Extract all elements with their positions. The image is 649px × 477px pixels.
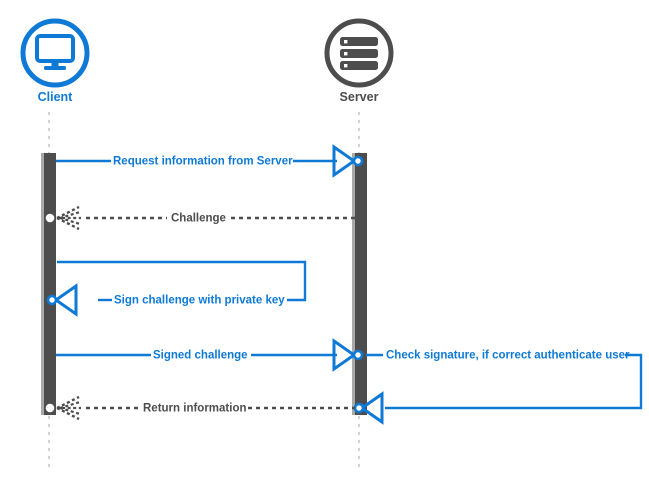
arrowhead-left-icon bbox=[53, 283, 78, 317]
message-challenge[interactable]: Challenge bbox=[45, 205, 355, 231]
actor-client-label: Client bbox=[38, 90, 74, 104]
arrowhead-left-icon bbox=[359, 391, 384, 425]
message-return-information-label: Return information bbox=[143, 403, 247, 415]
server-rack-icon bbox=[324, 18, 394, 88]
message-return-information[interactable]: Return information bbox=[45, 395, 355, 421]
self-loop-path bbox=[57, 260, 307, 302]
arrowhead-right-icon bbox=[332, 144, 357, 178]
activation-bar-client bbox=[41, 153, 56, 415]
arrow-endpoint-dot bbox=[352, 155, 364, 167]
arrowhead-left-dashed-icon bbox=[56, 395, 81, 421]
arrow-endpoint-dot bbox=[352, 349, 364, 361]
actor-client[interactable]: Client bbox=[20, 18, 90, 104]
actor-server[interactable]: Server bbox=[324, 18, 394, 104]
self-loop-path bbox=[385, 353, 643, 410]
arrowhead-right-icon bbox=[332, 338, 357, 372]
message-signed-challenge-label: Signed challenge bbox=[153, 350, 248, 362]
activation-bar-server bbox=[352, 153, 367, 415]
message-signed-challenge[interactable]: Signed challenge bbox=[56, 338, 364, 372]
arrow-endpoint-dot bbox=[45, 403, 55, 413]
monitor-icon bbox=[20, 18, 90, 88]
arrow-endpoint-dot bbox=[46, 294, 58, 306]
message-request-information[interactable]: Request information from Server bbox=[56, 144, 364, 178]
actor-server-label: Server bbox=[340, 90, 379, 104]
message-request-information-label: Request information from Server bbox=[113, 156, 293, 168]
message-check-signature-label: Check signature, if correct authenticate… bbox=[386, 350, 630, 362]
arrowhead-left-dashed-icon bbox=[56, 205, 81, 231]
arrow-endpoint-dot bbox=[353, 402, 365, 414]
message-sign-challenge-label: Sign challenge with private key bbox=[114, 295, 285, 307]
message-challenge-label: Challenge bbox=[171, 213, 226, 225]
message-check-signature[interactable]: Check signature, if correct authenticate… bbox=[353, 350, 643, 425]
arrow-endpoint-dot bbox=[45, 213, 55, 223]
message-sign-challenge[interactable]: Sign challenge with private key bbox=[46, 260, 307, 317]
